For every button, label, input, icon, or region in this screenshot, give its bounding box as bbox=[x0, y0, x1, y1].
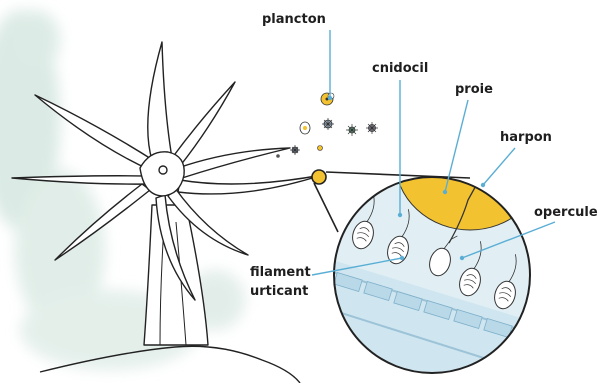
plankton-cluster bbox=[276, 93, 378, 158]
plankton-organism bbox=[300, 122, 310, 134]
tentacle bbox=[148, 42, 172, 160]
plankton-organism bbox=[276, 154, 280, 158]
tentacle bbox=[178, 148, 290, 178]
label-proie: proie bbox=[455, 82, 493, 97]
zoom-source-circle bbox=[312, 170, 326, 184]
prey-shape bbox=[395, 90, 545, 230]
tentacle bbox=[178, 175, 322, 194]
plankton-organism bbox=[366, 122, 378, 134]
label-filament: filament bbox=[250, 265, 311, 280]
label-plancton: plancton bbox=[262, 12, 326, 27]
plankton-organism bbox=[321, 93, 334, 105]
plankton-organism bbox=[346, 124, 358, 136]
label-cnidocil: cnidocil bbox=[372, 61, 428, 76]
label-opercule: opercule bbox=[534, 205, 598, 220]
plankton-organism bbox=[322, 118, 334, 130]
label-harpon: harpon bbox=[500, 130, 552, 145]
label-urticant: urticant bbox=[250, 284, 308, 299]
tentacle bbox=[172, 82, 235, 166]
mouth bbox=[159, 166, 167, 174]
plankton-organism bbox=[290, 145, 300, 155]
plankton-organism bbox=[318, 146, 323, 151]
zoom-guide-line bbox=[314, 183, 338, 232]
